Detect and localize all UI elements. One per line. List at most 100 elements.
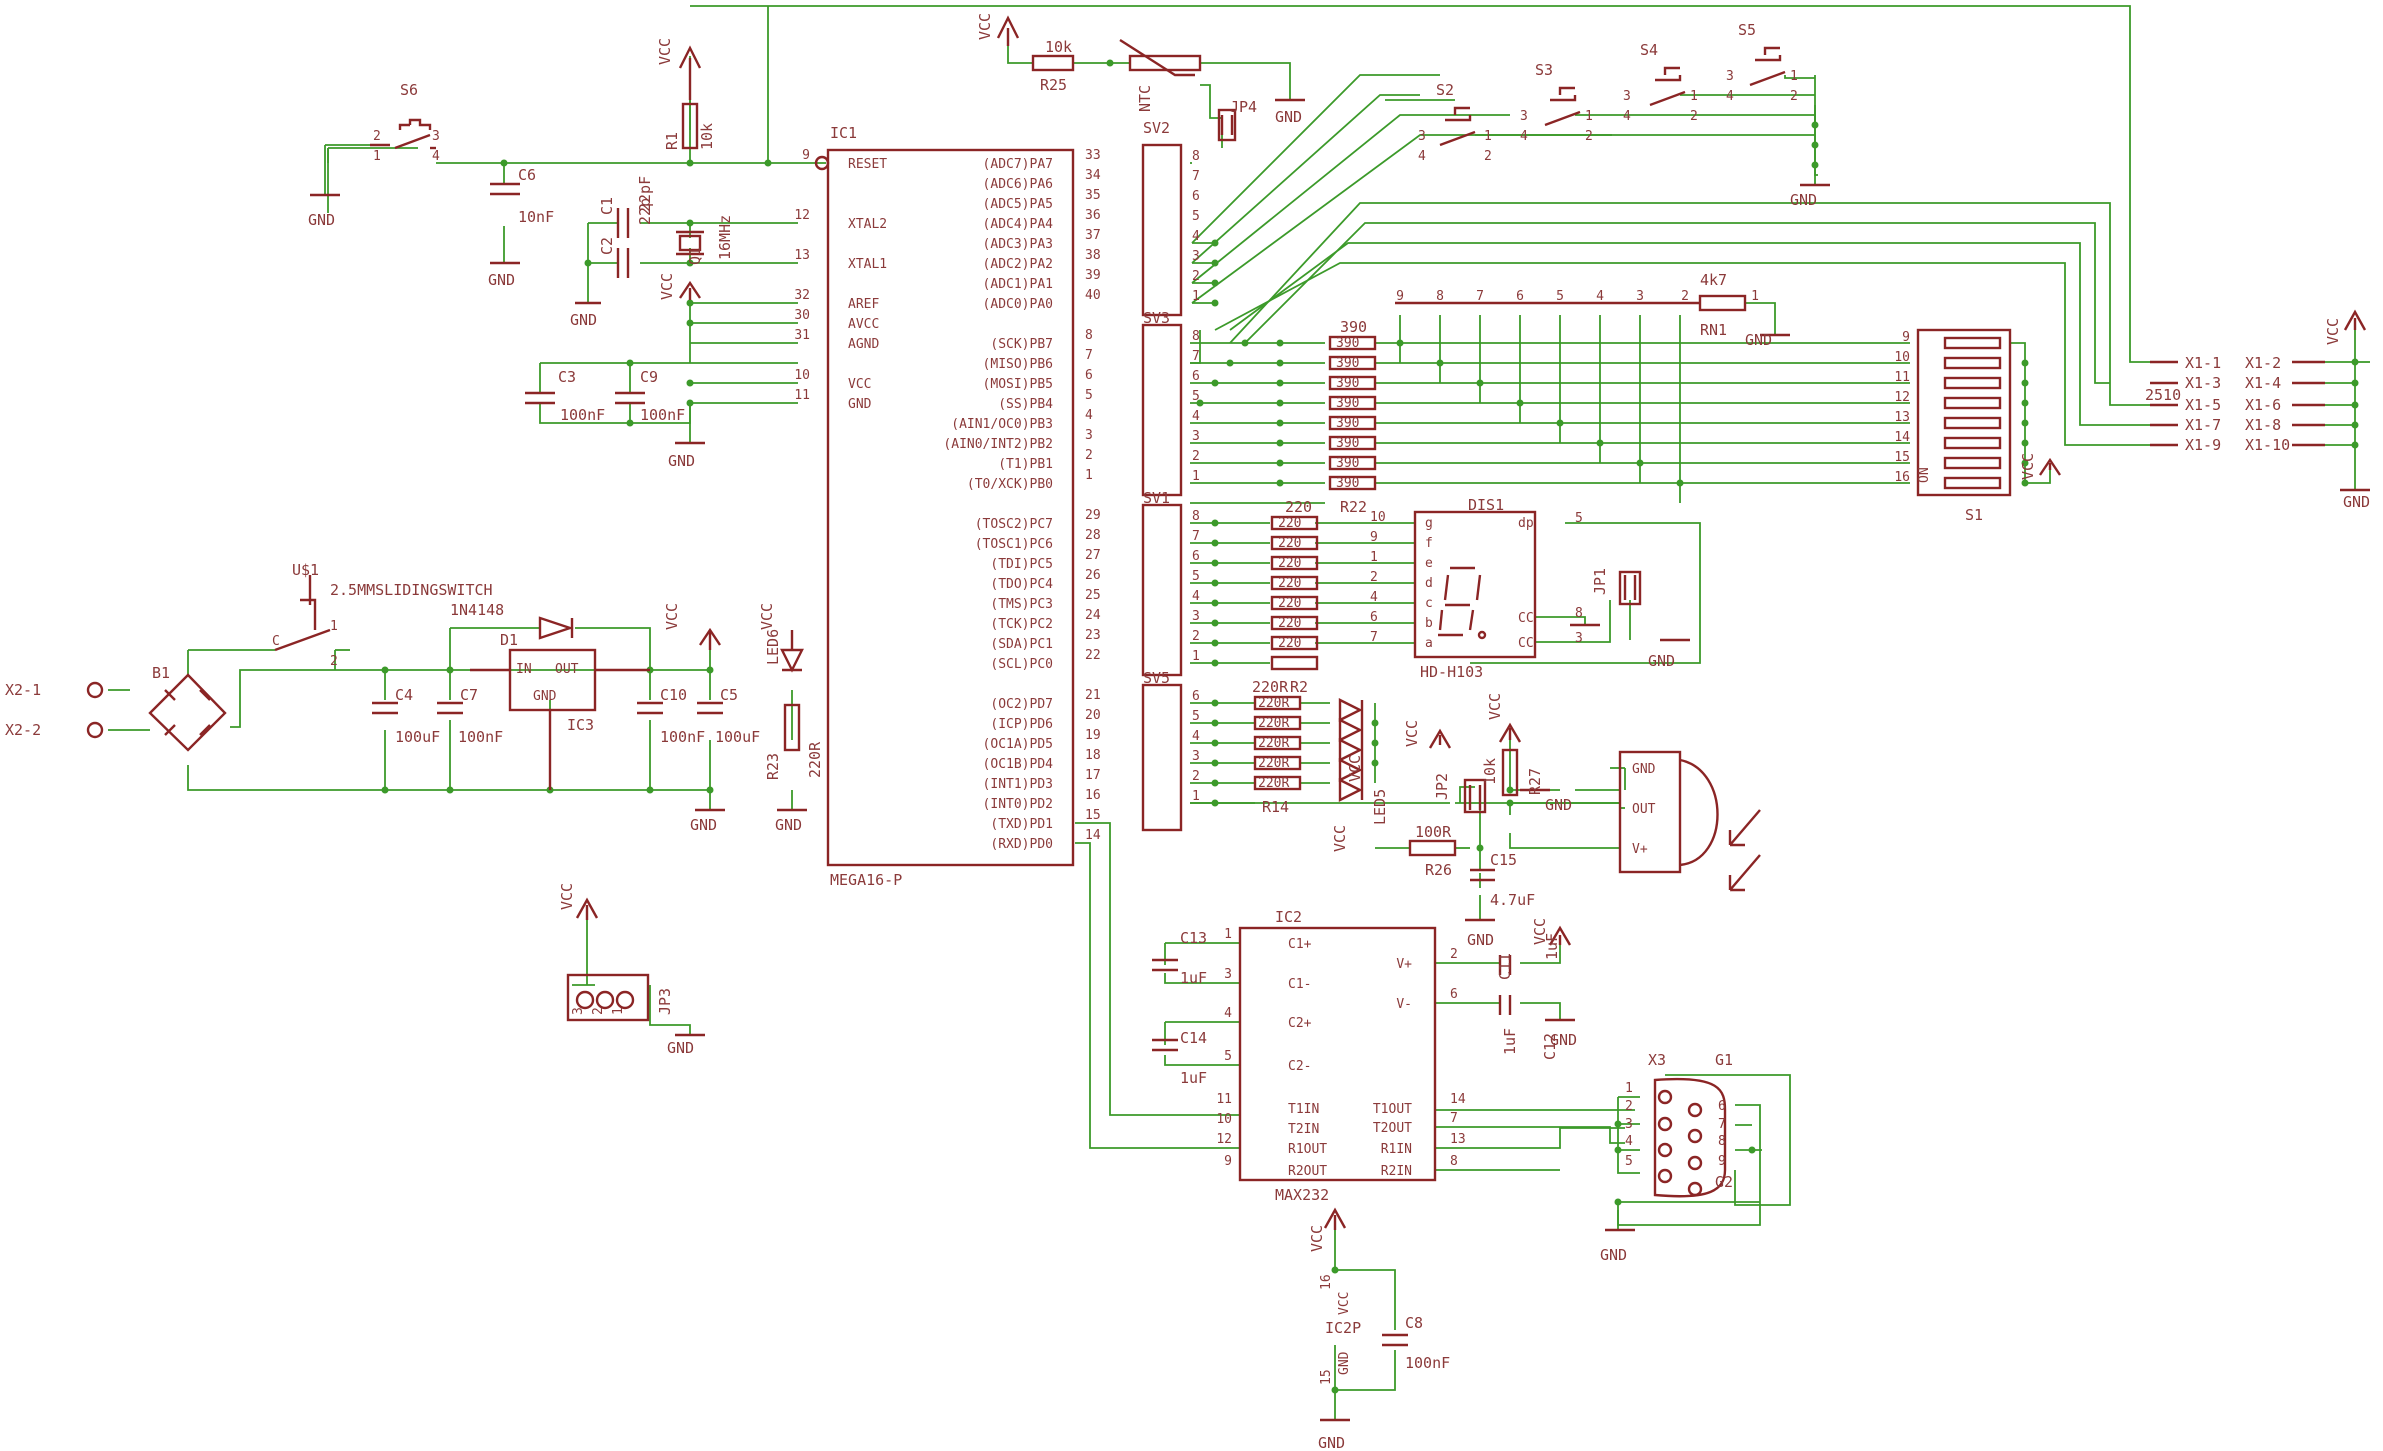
ic1-pin-num: 28 xyxy=(1085,528,1101,543)
gnd-label: GND xyxy=(2343,493,2370,511)
ic1-pin-num: 18 xyxy=(1085,748,1101,763)
header-name: SV3 xyxy=(1143,309,1170,327)
c1-value: 22p xyxy=(636,198,654,225)
r14-array-value: 220R xyxy=(1258,756,1289,771)
ic1-pin-name: (INT0)PD2 xyxy=(983,797,1053,812)
c4-label: C4 xyxy=(395,686,413,704)
rn1-pin: 8 xyxy=(1436,289,1444,304)
r27-value: 10k xyxy=(1481,758,1499,785)
ic1-pin-name: (OC2)PD7 xyxy=(990,697,1053,712)
r22-array-value: 390 xyxy=(1336,356,1359,371)
ir-pin: GND xyxy=(1632,762,1656,777)
r27-label: R27 xyxy=(1526,768,1544,795)
ic1-pin-num: 5 xyxy=(1085,388,1093,403)
header-pin-num: 3 xyxy=(1192,429,1200,444)
c10-value: 100nF xyxy=(660,728,705,746)
c8-value: 100nF xyxy=(1405,1354,1450,1372)
led6-label: LED6 xyxy=(764,629,782,665)
ic1-pin-num: 26 xyxy=(1085,568,1101,583)
gnd-label: GND xyxy=(1275,108,1302,126)
switch-pin: 3 xyxy=(1418,129,1426,144)
x1-right: X1-8 xyxy=(2245,416,2281,434)
c2-label: C2 xyxy=(598,237,616,255)
ic2-pin-name: C2+ xyxy=(1288,1016,1312,1031)
dis1-seg: c xyxy=(1425,596,1433,611)
ntc-label: NTC xyxy=(1136,85,1154,112)
ic2-pin-name: C1- xyxy=(1288,977,1311,992)
ic2-pin-num: 10 xyxy=(1216,1112,1232,1127)
ic1-pin-num: 38 xyxy=(1085,248,1101,263)
ic1-pin-name: (ADC1)PA1 xyxy=(983,277,1053,292)
ic2-pin-name: V- xyxy=(1396,997,1412,1012)
s6-label: S6 xyxy=(400,81,418,99)
x1-left: X1-3 xyxy=(2185,374,2221,392)
vcc-label: VCC xyxy=(1331,825,1349,852)
ic1-pin-num: 36 xyxy=(1085,208,1101,223)
switch-pin: 4 xyxy=(1418,149,1426,164)
ic2p-pin: 15 xyxy=(1319,1369,1334,1385)
dis1-seg: b xyxy=(1425,616,1433,631)
s2-label: S2 xyxy=(1436,81,1454,99)
dis1-seg: e xyxy=(1425,556,1433,571)
switch-pin: 2 xyxy=(1585,129,1593,144)
ic1-pin-num: 1 xyxy=(1085,468,1093,483)
x3-label: X3 xyxy=(1648,1051,1666,1069)
ic1-pin-num: 17 xyxy=(1085,768,1101,783)
ic2p-name: IC2P xyxy=(1325,1319,1361,1337)
ic2-pin-num: 6 xyxy=(1450,987,1458,1002)
r22-array-value: 390 xyxy=(1336,436,1359,451)
ic2-pin-num: 3 xyxy=(1224,967,1232,982)
ic1-pin-name: (SDA)PC1 xyxy=(990,637,1053,652)
r2-array-value: 220 xyxy=(1278,556,1301,571)
gnd-label: GND xyxy=(1790,191,1817,209)
c5-value: 100uF xyxy=(715,728,760,746)
ic1-pin-num: 23 xyxy=(1085,628,1101,643)
ic1-pin-num: 11 xyxy=(794,388,810,403)
part-graphics xyxy=(86,15,2370,1422)
x1-right: X1-2 xyxy=(2245,354,2281,372)
ic1-name: IC1 xyxy=(830,124,857,142)
c12-value: 1uF xyxy=(1501,1028,1519,1055)
ic2-pin-name: R1IN xyxy=(1381,1142,1412,1157)
ic1-pin-name: (MOSI)PB5 xyxy=(983,377,1053,392)
ic3-name: IC3 xyxy=(567,716,594,734)
ic1-pin-name: RESET xyxy=(848,157,887,172)
us1-value: 2.5MMSLIDINGSWITCH xyxy=(330,581,493,599)
g1-label: G1 xyxy=(1715,1051,1733,1069)
x2-1-label: X2-1 xyxy=(5,681,41,699)
r22-value: 390 xyxy=(1340,318,1367,336)
header-pin-num: 6 xyxy=(1192,189,1200,204)
dis1-pin: 7 xyxy=(1370,630,1378,645)
vcc-label: VCC xyxy=(558,883,576,910)
ic1-pin-num: 15 xyxy=(1085,808,1101,823)
header-pin-num: 2 xyxy=(1192,269,1200,284)
ic2p-gnd: GND xyxy=(1337,1351,1352,1375)
vcc-label: VCC xyxy=(656,38,674,65)
rn1-pin: 5 xyxy=(1556,289,1564,304)
c2-value: 22pF xyxy=(636,176,654,212)
ic2-pin-num: 13 xyxy=(1450,1132,1466,1147)
ic2-pin-num: 4 xyxy=(1224,1006,1232,1021)
ic1-pin-num: 32 xyxy=(794,288,810,303)
header-pin-num: 4 xyxy=(1192,729,1200,744)
header-pin-num: 5 xyxy=(1192,569,1200,584)
r26-label: R26 xyxy=(1425,861,1452,879)
header-pin-num: 6 xyxy=(1192,549,1200,564)
r14-array-value: 220R xyxy=(1258,716,1289,731)
ic1-pin-num: 24 xyxy=(1085,608,1101,623)
switch-pin: 4 xyxy=(1520,129,1528,144)
switch-pin: 1 xyxy=(1790,69,1798,84)
x1-left: X1-1 xyxy=(2185,354,2221,372)
ic2-pin-num: 2 xyxy=(1450,947,1458,962)
gnd-label: GND xyxy=(488,271,515,289)
header-pin-num: 2 xyxy=(1192,769,1200,784)
ic1-pin-name: (T1)PB1 xyxy=(998,457,1053,472)
rn1-label: RN1 xyxy=(1700,321,1727,339)
c13-value: 1uF xyxy=(1180,969,1207,987)
c14-value: 1uF xyxy=(1180,1069,1207,1087)
header-pin-num: 8 xyxy=(1192,149,1200,164)
c10-label: C10 xyxy=(660,686,687,704)
rn1-pin: 2 xyxy=(1681,289,1689,304)
s1-on: ON xyxy=(1917,467,1932,483)
gnd-label: GND xyxy=(1467,931,1494,949)
